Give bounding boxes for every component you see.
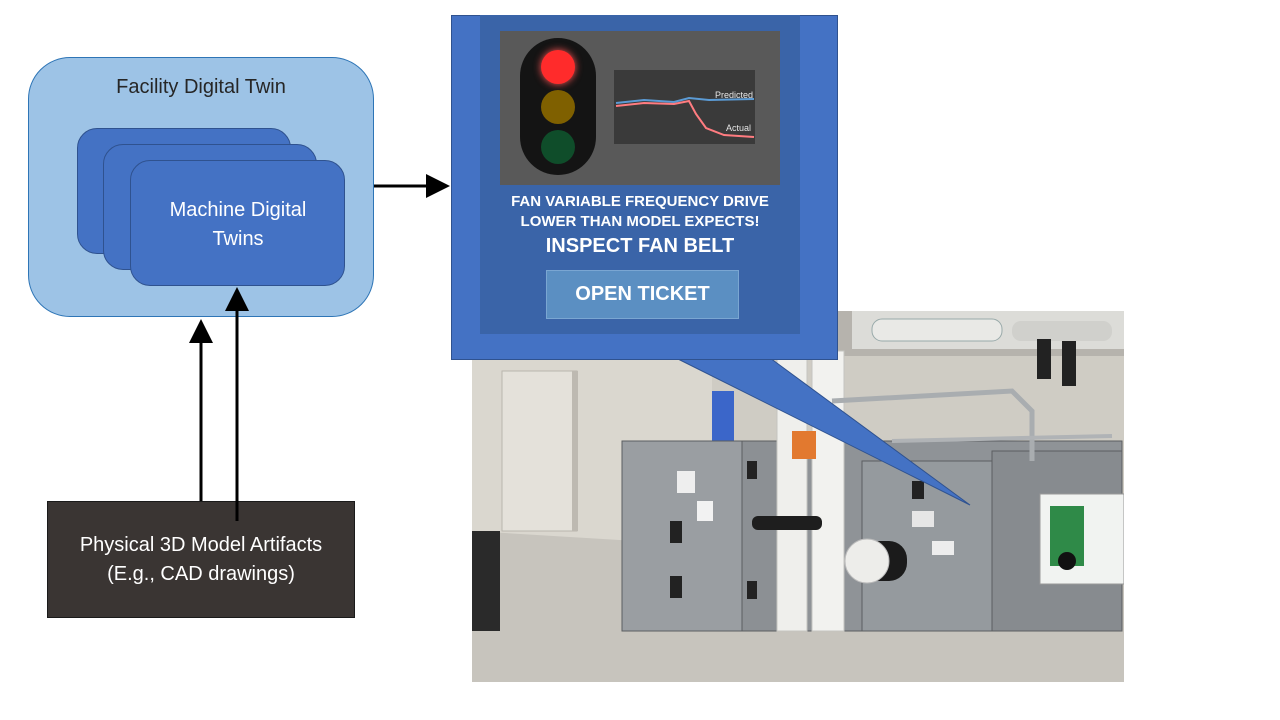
alert-message-line2: LOWER THAN MODEL EXPECTS! (520, 213, 760, 230)
physical-artifacts-label: Physical 3D Model Artifacts (E.g., CAD d… (47, 531, 355, 589)
predicted-line (615, 96, 755, 104)
machine-digital-twins-label: Machine Digital Twins (150, 196, 326, 254)
machine-label-line2: Twins (212, 228, 264, 250)
machine-twin-card-front (130, 160, 345, 286)
artifacts-label-line2: (E.g., CAD drawings) (107, 563, 295, 585)
physical-artifacts-box (47, 501, 355, 618)
alert-message-line1: FAN VARIABLE FREQUENCY DRIVE (511, 193, 769, 210)
open-ticket-button[interactable]: OPEN TICKET (546, 270, 739, 319)
facility-digital-twin-title: Facility Digital Twin (116, 76, 286, 98)
machine-label-line1: Machine Digital (169, 199, 307, 221)
artifacts-label-line1: Physical 3D Model Artifacts (79, 534, 323, 556)
red-light-icon (541, 50, 575, 84)
actual-line (615, 99, 755, 138)
yellow-light-icon (541, 90, 575, 124)
predicted-label: Predicted (715, 90, 753, 100)
predicted-vs-actual-chart: Predicted Actual (614, 70, 755, 144)
alert-action-heading: INSPECT FAN BELT (545, 235, 735, 257)
green-light-icon (541, 130, 575, 164)
actual-label: Actual (726, 123, 751, 133)
